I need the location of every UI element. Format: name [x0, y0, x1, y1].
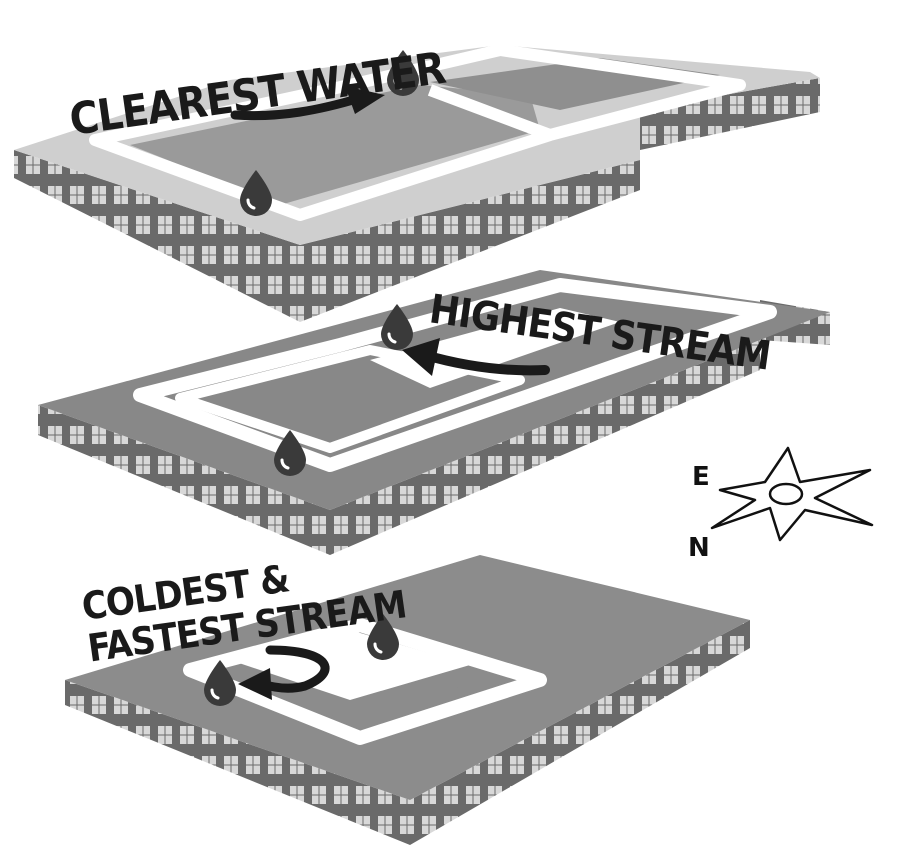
bot-flow-arrowhead: [238, 668, 272, 700]
bot-path-inner: [307, 675, 502, 728]
mid-roof: [38, 270, 830, 510]
level-bottom: COLDEST & FASTEST STREAM: [65, 555, 750, 845]
compass-north-label: N: [688, 533, 710, 563]
compass-rose: E N: [688, 446, 874, 563]
top-path-loop: [89, 44, 746, 221]
mid-flow-arrow: [420, 350, 550, 376]
top-wing-facade: [640, 78, 820, 150]
compass-east-label: E: [692, 462, 710, 492]
top-facade-front: [14, 150, 640, 322]
bot-facade-front: [65, 620, 750, 845]
compass-star-icon: [710, 446, 874, 542]
top-flow-arrow: [230, 93, 365, 121]
mid-facade-front: [38, 340, 760, 555]
mid-flow-arrowhead: [402, 338, 440, 376]
top-courtyard: [130, 85, 540, 205]
bot-path-outer: [183, 618, 547, 745]
level-top: CLEAREST WATER: [14, 43, 820, 322]
bot-flow-arrow: [257, 645, 330, 693]
compass-center-icon: [768, 482, 804, 506]
level-middle: HIGHEST STREAM: [38, 270, 830, 555]
top-flow-arrowhead: [345, 86, 385, 114]
top-path-cross: [427, 84, 553, 141]
mid-path-inner: [175, 345, 525, 453]
